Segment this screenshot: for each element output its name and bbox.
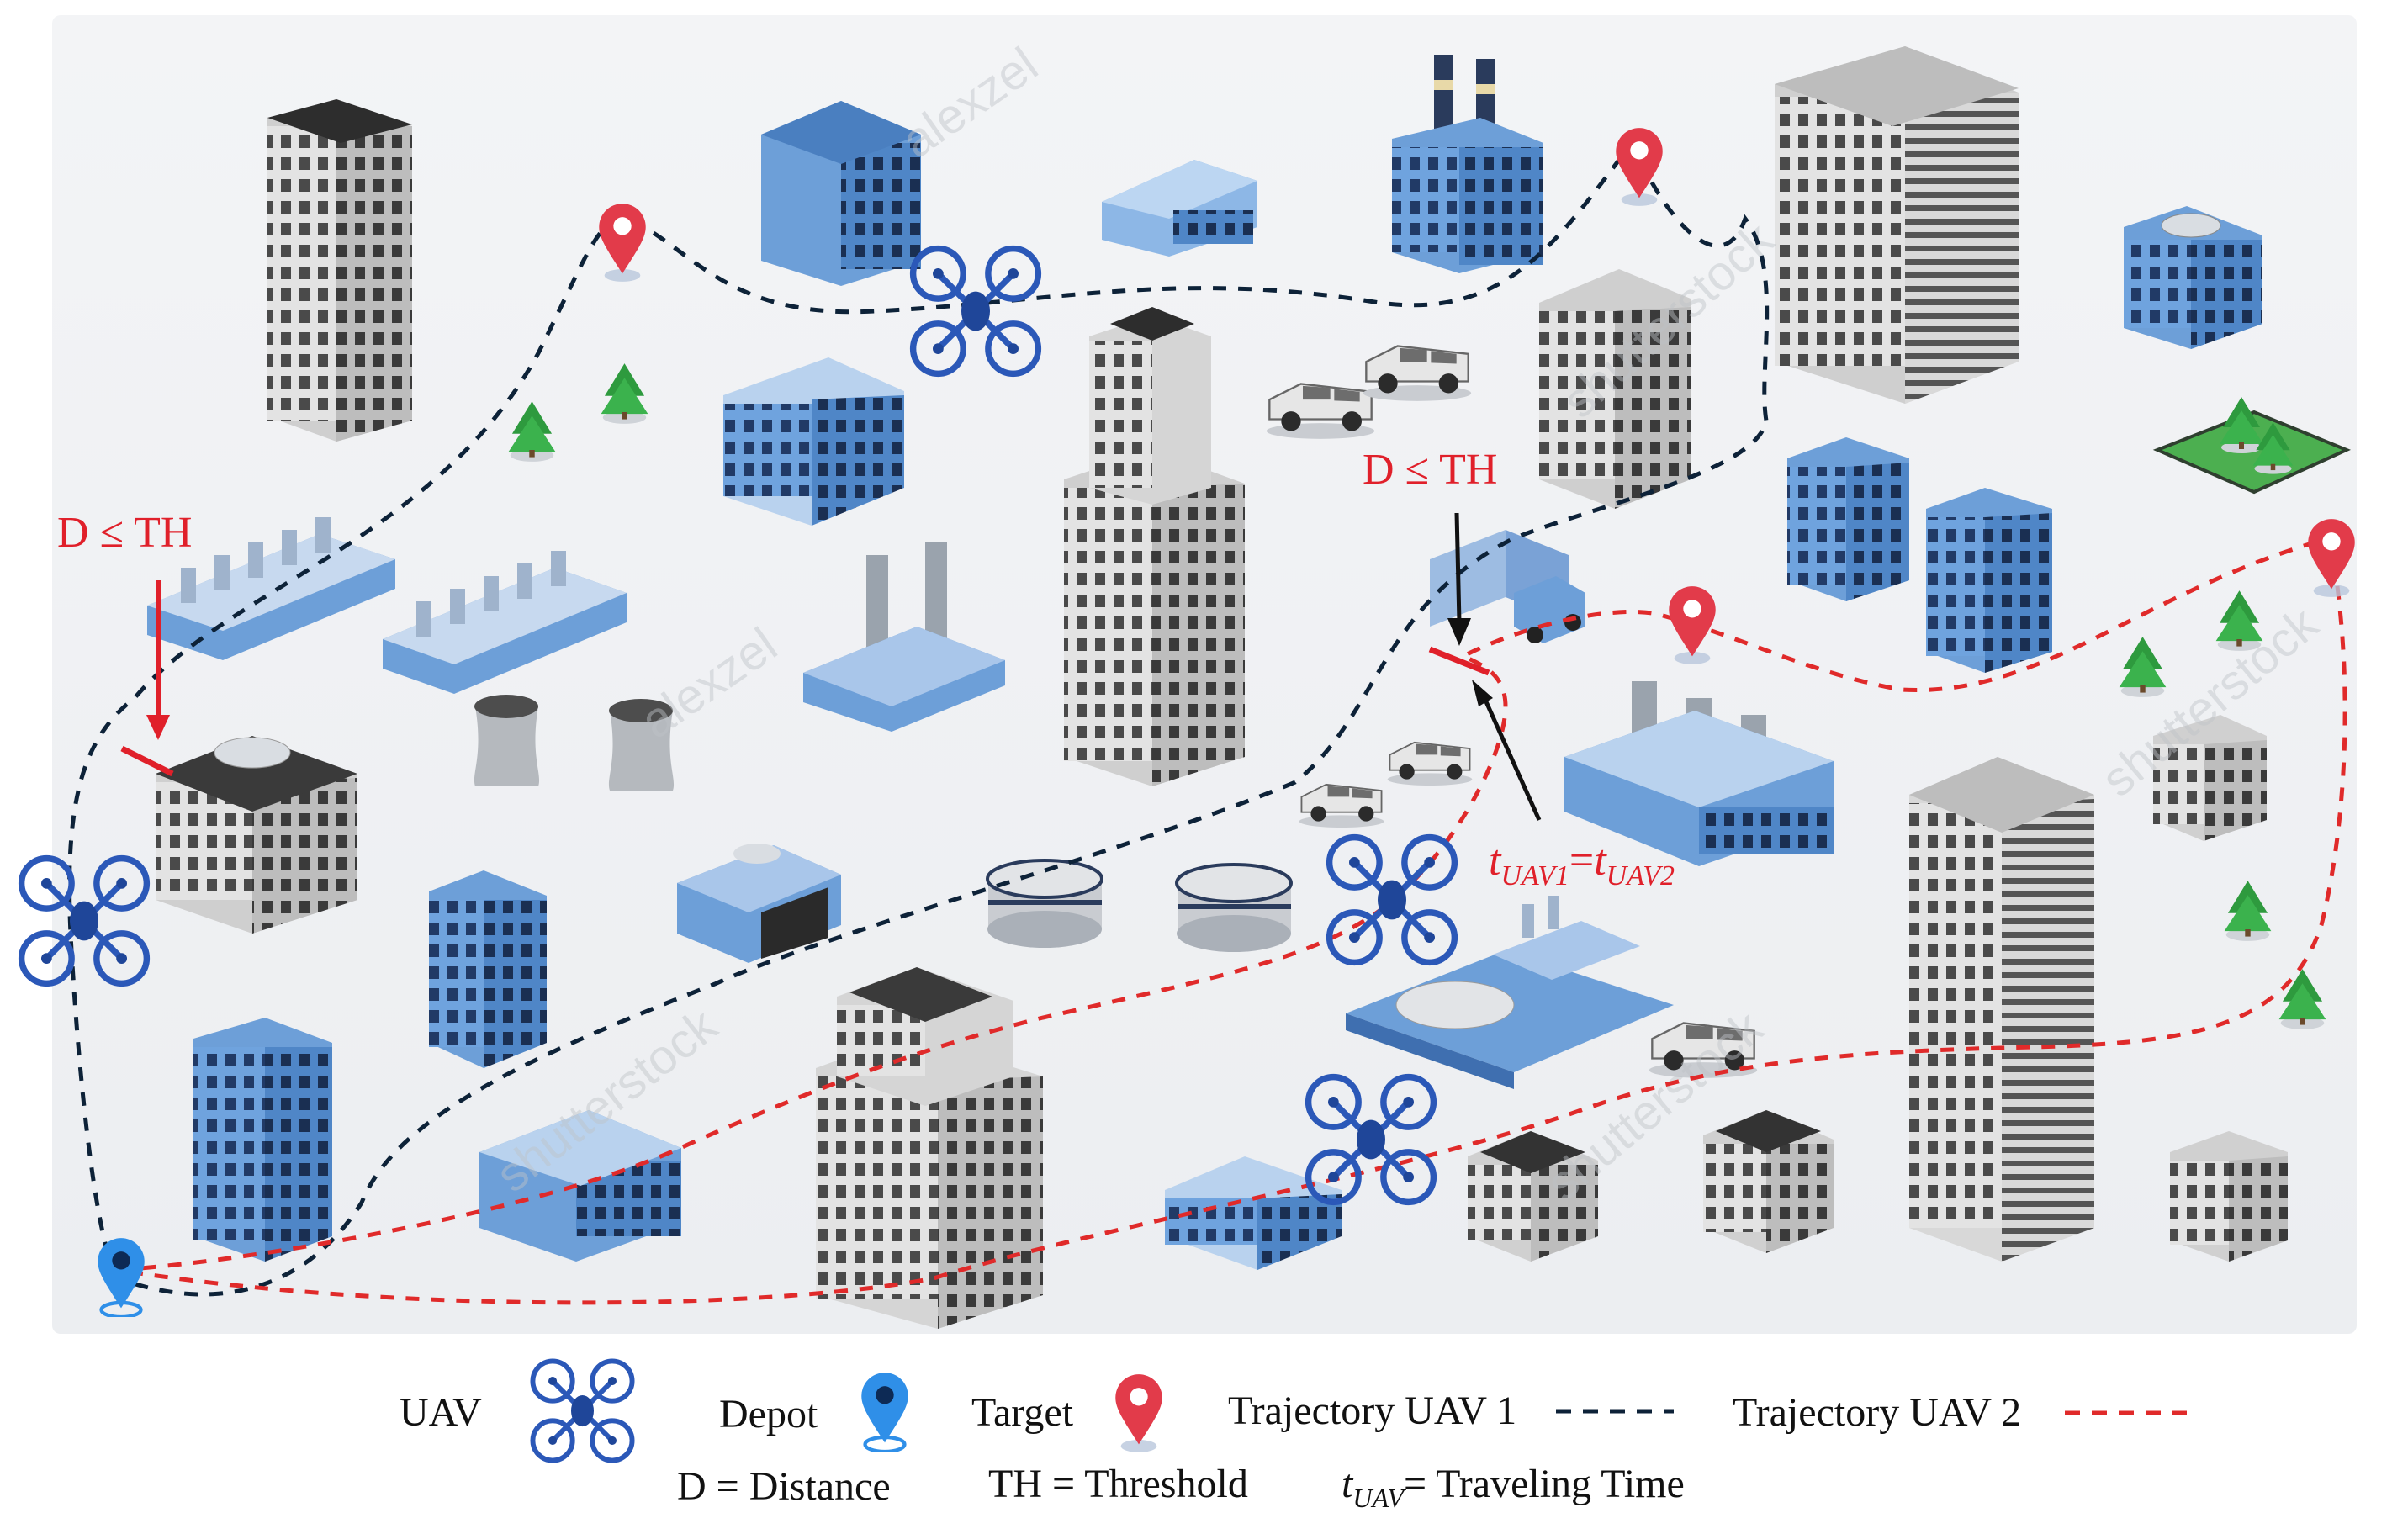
building <box>2153 715 2267 841</box>
depot-pin-icon <box>98 1238 144 1317</box>
building <box>1392 55 1543 273</box>
building <box>383 551 627 694</box>
building <box>816 967 1043 1329</box>
tank <box>986 859 1103 948</box>
building <box>1787 437 1909 601</box>
building <box>474 695 675 791</box>
building <box>1346 896 1674 1089</box>
car <box>1298 783 1385 828</box>
uav-drone-icon <box>532 1361 632 1460</box>
building <box>1102 160 1257 257</box>
legend-depot-label: Depot <box>719 1392 818 1436</box>
truck <box>1430 530 1585 643</box>
target-pin-icon <box>1115 1374 1162 1452</box>
building <box>479 1110 681 1262</box>
legend-trajectory1-label: Trajectory UAV 1 <box>1228 1389 1516 1433</box>
buildings <box>147 46 2352 1329</box>
car <box>1362 345 1473 401</box>
building <box>2170 1131 2288 1262</box>
building <box>1926 488 2052 673</box>
legend-uav-label: UAV <box>400 1390 482 1435</box>
legend-trajectory2-label: Trajectory UAV 2 <box>1733 1390 2021 1435</box>
park <box>2152 397 2352 495</box>
building <box>1909 757 2094 1262</box>
center-condition-arrow <box>1447 512 1471 646</box>
car <box>1265 383 1376 439</box>
tank <box>1175 863 1293 952</box>
building <box>1539 269 1691 509</box>
uav2-trajectory <box>117 535 2347 1305</box>
center-condition-label: D ≤ TH <box>1363 446 1497 494</box>
building <box>147 517 395 660</box>
car <box>1386 741 1474 786</box>
building <box>677 844 841 963</box>
building <box>2124 206 2262 349</box>
building <box>1165 1156 1342 1270</box>
building <box>1775 46 2019 404</box>
building <box>193 1018 332 1262</box>
building <box>723 357 904 526</box>
building <box>429 870 547 1068</box>
building <box>1703 1110 1834 1253</box>
legend-distance-def: D = Distance <box>677 1464 891 1509</box>
building <box>1064 307 1245 786</box>
depot-pin-icon <box>861 1373 908 1452</box>
legend-time-def: tUAV= Traveling Time <box>1342 1462 1685 1513</box>
legend: UAV Depot Target Trajectory UAV 1 Trajec… <box>400 1361 2187 1513</box>
building <box>803 542 1005 732</box>
legend-target-label: Target <box>971 1390 1074 1435</box>
building <box>761 101 921 286</box>
building <box>1468 1131 1598 1262</box>
time-equality-label: tUAV1=tUAV2 <box>1489 837 1675 891</box>
threshold-marker-center <box>1428 646 1490 676</box>
left-condition-label: D ≤ TH <box>57 509 192 557</box>
threshold-marker-left <box>120 745 174 777</box>
legend-threshold-def: TH = Threshold <box>988 1462 1248 1506</box>
building <box>267 99 412 442</box>
building <box>156 736 357 934</box>
left-condition-arrow <box>146 580 170 740</box>
building <box>1564 681 1834 866</box>
time-equality-arrow <box>1472 680 1542 822</box>
